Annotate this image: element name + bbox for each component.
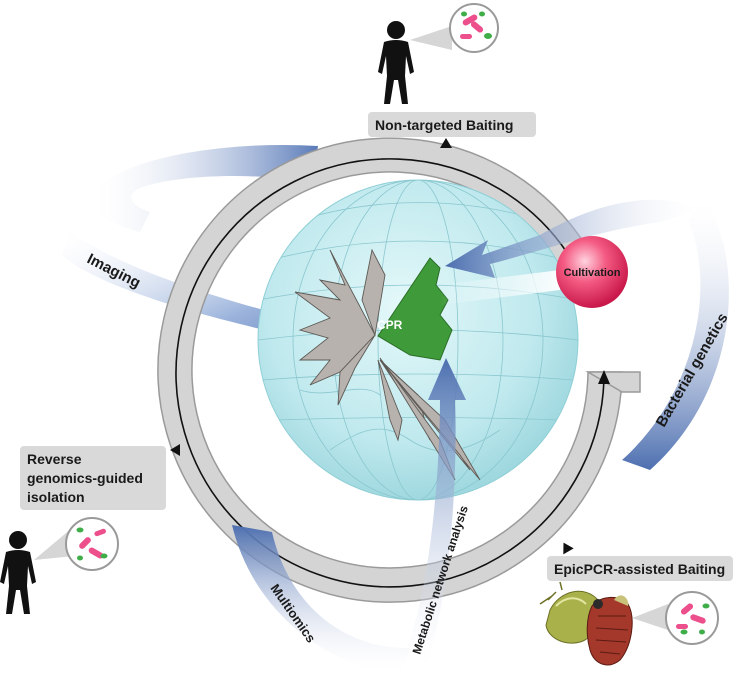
cultivation-sphere: [556, 236, 628, 308]
cultivation-arrow: [445, 199, 700, 278]
ring-marker-right: [563, 542, 574, 555]
cpr-label: CPR: [377, 318, 403, 332]
epicpcr-box: [547, 556, 733, 581]
metabolic-arrow: [402, 358, 466, 668]
reverse-genomics-box: [20, 446, 166, 510]
callout-wedge-top: [410, 26, 452, 50]
human-bottom-icon: [0, 531, 36, 614]
ring-marker-left: [170, 444, 180, 456]
reverse-genomics-line-2: genomics-guided: [27, 470, 143, 486]
non-targeted-label: Non-targeted Baiting: [375, 117, 513, 133]
callout-wedge-right: [632, 604, 668, 630]
bacterial-genetics-arrow: [622, 200, 729, 470]
multiomics-arrow: [232, 525, 410, 672]
cultivation-beam: [440, 270, 560, 305]
phylogenetic-tree: [294, 248, 481, 481]
ring-marker-top: [440, 138, 452, 148]
non-targeted-box: [368, 112, 536, 137]
cycle-line-arrowhead: [598, 370, 610, 384]
cpr-wedge: [377, 257, 453, 361]
epicpcr-label: EpicPCR-assisted Baiting: [554, 561, 725, 577]
bacteria-bubble-right: [665, 591, 719, 645]
bacteria-bubble-top: [449, 3, 499, 53]
reverse-genomics-line-1: Reverse: [27, 451, 82, 467]
host-organism-illustration: [539, 581, 633, 666]
top-left-arrow-band: [93, 144, 319, 232]
human-top-icon: [378, 21, 414, 104]
cycle-line: [175, 158, 605, 588]
reverse-genomics-line-3: isolation: [27, 489, 85, 505]
bacteria-bubble-left: [65, 517, 119, 571]
callout-wedge-left: [34, 528, 74, 560]
cultivation-label: Cultivation: [564, 267, 621, 279]
